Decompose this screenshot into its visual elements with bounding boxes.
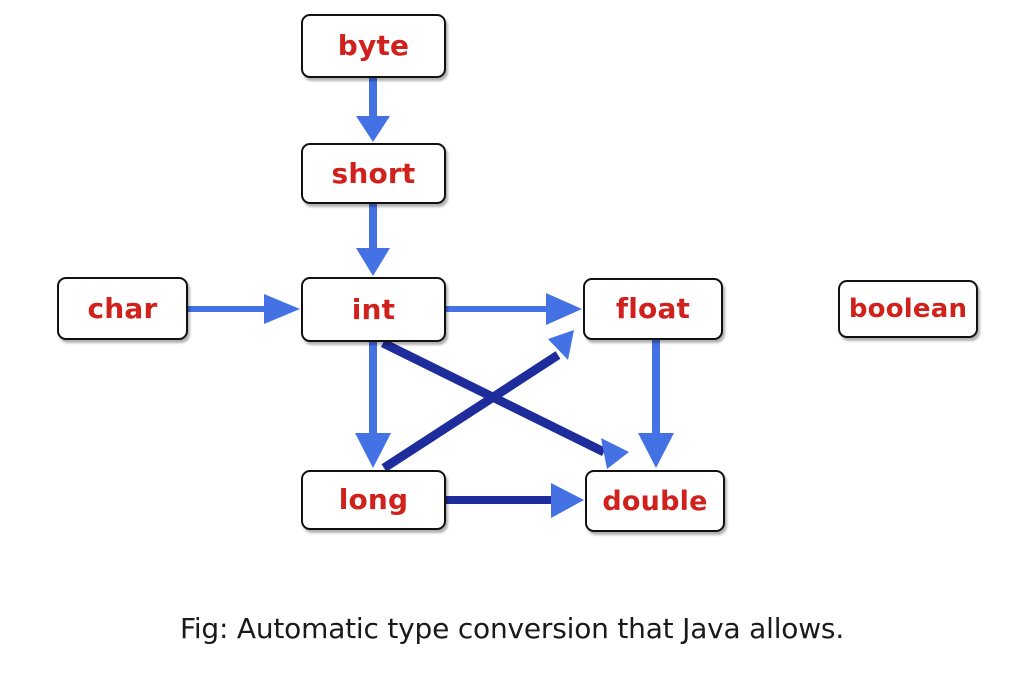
node-int-label: int xyxy=(351,292,396,326)
node-char-label: char xyxy=(87,291,158,325)
node-double[interactable]: double xyxy=(585,470,725,532)
node-float-label: float xyxy=(615,292,691,325)
edge-short-to-int xyxy=(356,203,390,276)
node-int[interactable]: int xyxy=(301,277,446,342)
node-long[interactable]: long xyxy=(301,470,446,530)
edge-long-to-float xyxy=(381,330,574,472)
node-boolean[interactable]: boolean xyxy=(838,280,978,338)
edge-long-to-double xyxy=(446,483,584,518)
figure-caption: Fig: Automatic type conversion that Java… xyxy=(179,612,845,645)
edge-byte-to-short xyxy=(356,78,390,142)
edge-char-to-int xyxy=(188,294,300,324)
node-long-label: long xyxy=(338,483,409,516)
node-double-label: double xyxy=(602,485,708,517)
node-byte[interactable]: byte xyxy=(301,14,446,78)
edge-float-to-double xyxy=(638,340,674,468)
node-byte-label: byte xyxy=(337,29,410,62)
node-char[interactable]: char xyxy=(57,277,188,340)
edge-int-to-float xyxy=(446,293,582,325)
node-short-label: short xyxy=(331,156,416,190)
node-boolean-label: boolean xyxy=(848,294,968,324)
edge-int-to-long xyxy=(355,342,391,468)
node-float[interactable]: float xyxy=(583,278,723,340)
edge-int-to-double xyxy=(381,338,629,469)
node-short[interactable]: short xyxy=(301,143,446,204)
